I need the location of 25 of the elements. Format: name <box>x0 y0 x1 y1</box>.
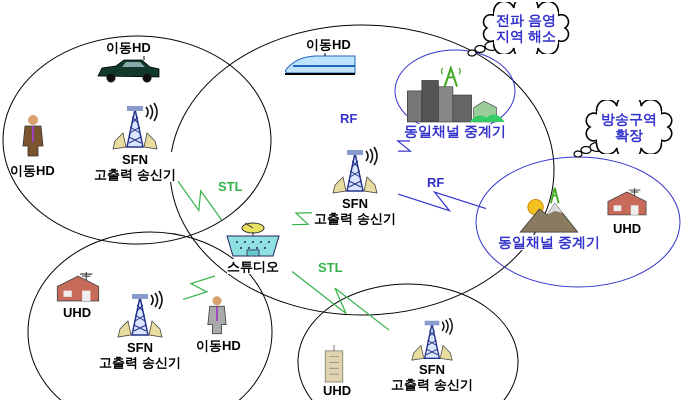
cloud-text: 방송구역 확장 <box>597 111 661 143</box>
node-label: SFN 고출력 송신기 <box>314 196 396 226</box>
signal-link <box>292 212 312 226</box>
receiver-label: 이동HD <box>10 163 55 178</box>
node-label: SFN 고출력 송신기 <box>94 152 176 182</box>
receiver-label: UHD <box>63 305 92 320</box>
edge-label: RF <box>338 112 360 126</box>
receiver-label: UHD <box>323 383 352 398</box>
node-label: SFN 고출력 송신기 <box>391 362 473 392</box>
edge-label: STL <box>316 261 345 275</box>
edge-label: RF <box>425 176 446 190</box>
node-label: 동일채널 중계기 <box>404 124 506 139</box>
signal-link <box>182 275 216 300</box>
signal-link <box>396 140 412 152</box>
receiver-label: 이동HD <box>106 40 151 55</box>
node-label: 동일채널 중계기 <box>498 235 600 250</box>
cloud-text: 전파 음영 지역 해소 <box>494 12 558 44</box>
node-label: 스튜디오 <box>227 259 279 274</box>
signal-link <box>292 271 390 331</box>
edge-label: STL <box>216 180 245 194</box>
receiver-label: UHD <box>613 221 642 236</box>
receiver-label: 이동HD <box>196 338 241 353</box>
node-label: SFN 고출력 송신기 <box>99 340 181 370</box>
signal-link <box>398 190 486 212</box>
receiver-label: 이동HD <box>306 37 351 52</box>
